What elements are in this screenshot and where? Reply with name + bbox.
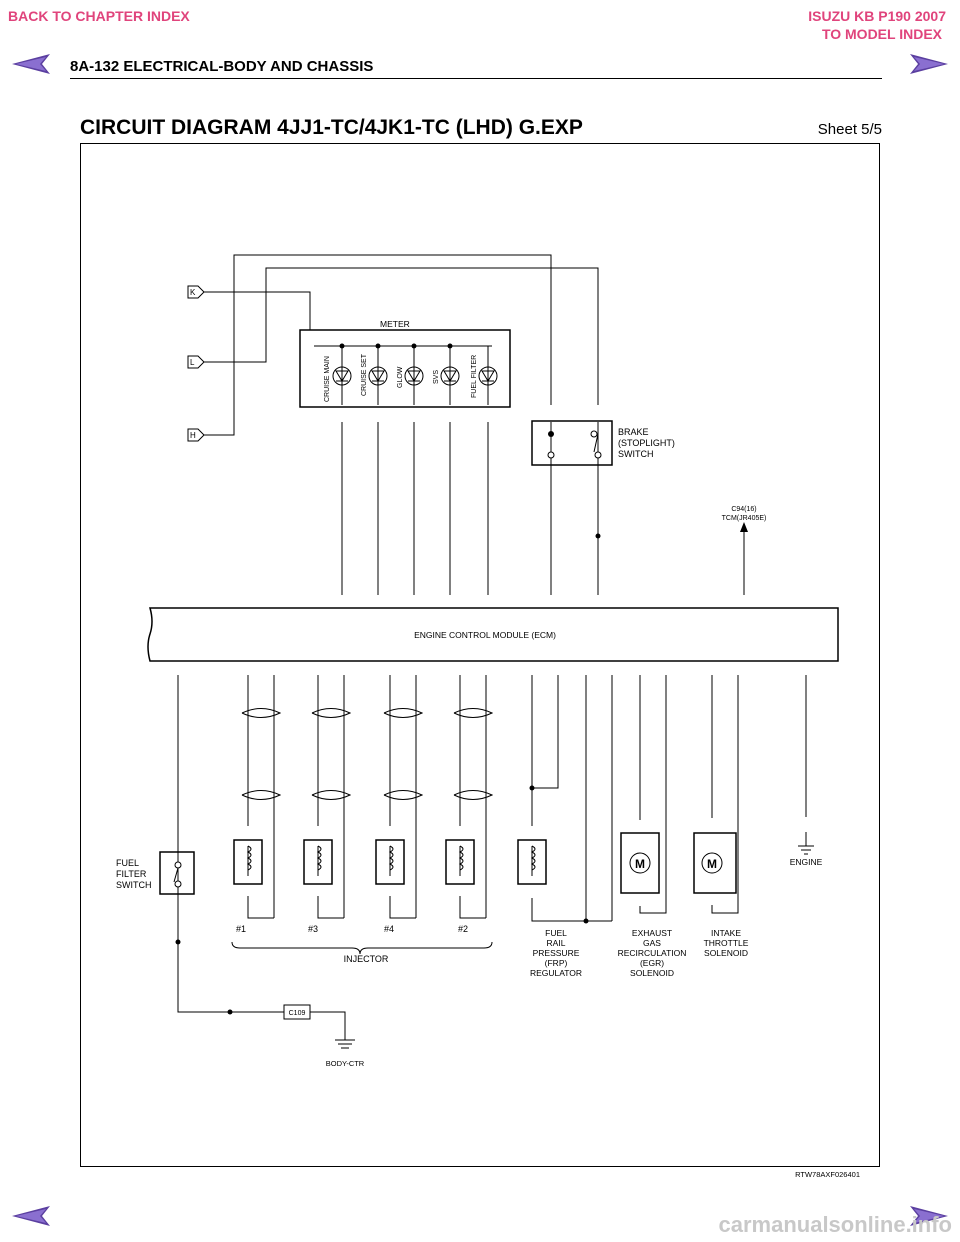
- previous-page-arrow-icon[interactable]: [10, 52, 52, 76]
- tcm-label: TCM(JR405E): [722, 515, 767, 522]
- egr-label: RECIRCULATION: [618, 948, 687, 958]
- engine-ground-label: ENGINE: [790, 857, 823, 867]
- back-to-chapter-link[interactable]: BACK TO CHAPTER INDEX: [8, 8, 190, 24]
- egr-label: (EGR): [640, 958, 664, 968]
- next-page-arrow-icon[interactable]: [908, 52, 950, 76]
- tcm-label: C94(16): [731, 506, 756, 513]
- egr-label: GAS: [643, 938, 661, 948]
- ecm-label: ENGINE CONTROL MODULE (ECM): [414, 630, 556, 640]
- intake-label: INTAKE: [711, 928, 741, 938]
- egr-motor-icon: M: [635, 857, 645, 871]
- header-rule: [70, 78, 882, 79]
- egr-label: EXHAUST: [632, 928, 672, 938]
- intake-label: THROTTLE: [704, 938, 749, 948]
- frp-label: PRESSURE: [533, 948, 580, 958]
- section-header: 8A-132 ELECTRICAL-BODY AND CHASSIS: [70, 58, 374, 75]
- meter-label: METER: [380, 319, 410, 329]
- injector-number: #3: [308, 924, 318, 934]
- meter-lamp-label: CRUISE SET: [361, 353, 368, 396]
- previous-page-arrow-icon-bottom[interactable]: [10, 1204, 52, 1228]
- frp-label: REGULATOR: [530, 968, 582, 978]
- egr-label: SOLENOID: [630, 968, 674, 978]
- frp-label: (FRP): [545, 958, 568, 968]
- frp-label: FUEL: [545, 928, 567, 938]
- meter-lamp-label: GLOW: [397, 366, 404, 388]
- watermark: carmanualsonline.info: [718, 1212, 953, 1237]
- offpage-k: K: [190, 288, 196, 297]
- injector-number: #1: [236, 924, 246, 934]
- intake-motor-icon: M: [707, 857, 717, 871]
- ground-connector-label: C109: [289, 1010, 306, 1017]
- injector-number: #2: [458, 924, 468, 934]
- fuel-filter-switch-label: FILTER: [116, 869, 147, 879]
- meter-lamp-label: FUEL FILTER: [471, 355, 478, 398]
- meter-lamp-label: CRUISE MAIN: [324, 356, 331, 402]
- fuel-filter-switch-label: SWITCH: [116, 880, 152, 890]
- fuel-filter-switch-label: FUEL: [116, 858, 139, 868]
- frp-label: RAIL: [547, 938, 566, 948]
- brake-switch-label: BRAKE: [618, 427, 649, 437]
- model-name-link[interactable]: ISUZU KB P190 2007: [808, 8, 946, 24]
- body-ground-label: BODY-CTR: [326, 1059, 365, 1068]
- to-model-index-link[interactable]: TO MODEL INDEX: [821, 26, 942, 42]
- next-page-arrow-icon-bottom[interactable]: [908, 1204, 950, 1228]
- brake-switch-label: SWITCH: [618, 449, 654, 459]
- brake-switch-label: (STOPLIGHT): [618, 438, 675, 448]
- offpage-h: H: [190, 431, 196, 440]
- diagram-frame: [80, 143, 880, 1167]
- page-title: CIRCUIT DIAGRAM 4JJ1-TC/4JK1-TC (LHD) G.…: [80, 116, 583, 139]
- diagram-ref-code: RTW78AXF026401: [795, 1170, 860, 1179]
- intake-label: SOLENOID: [704, 948, 748, 958]
- meter-lamp-label: SVS: [433, 370, 440, 384]
- injector-label: INJECTOR: [344, 954, 389, 964]
- offpage-l: L: [190, 358, 195, 367]
- sheet-number: Sheet 5/5: [817, 121, 882, 138]
- injector-number: #4: [384, 924, 394, 934]
